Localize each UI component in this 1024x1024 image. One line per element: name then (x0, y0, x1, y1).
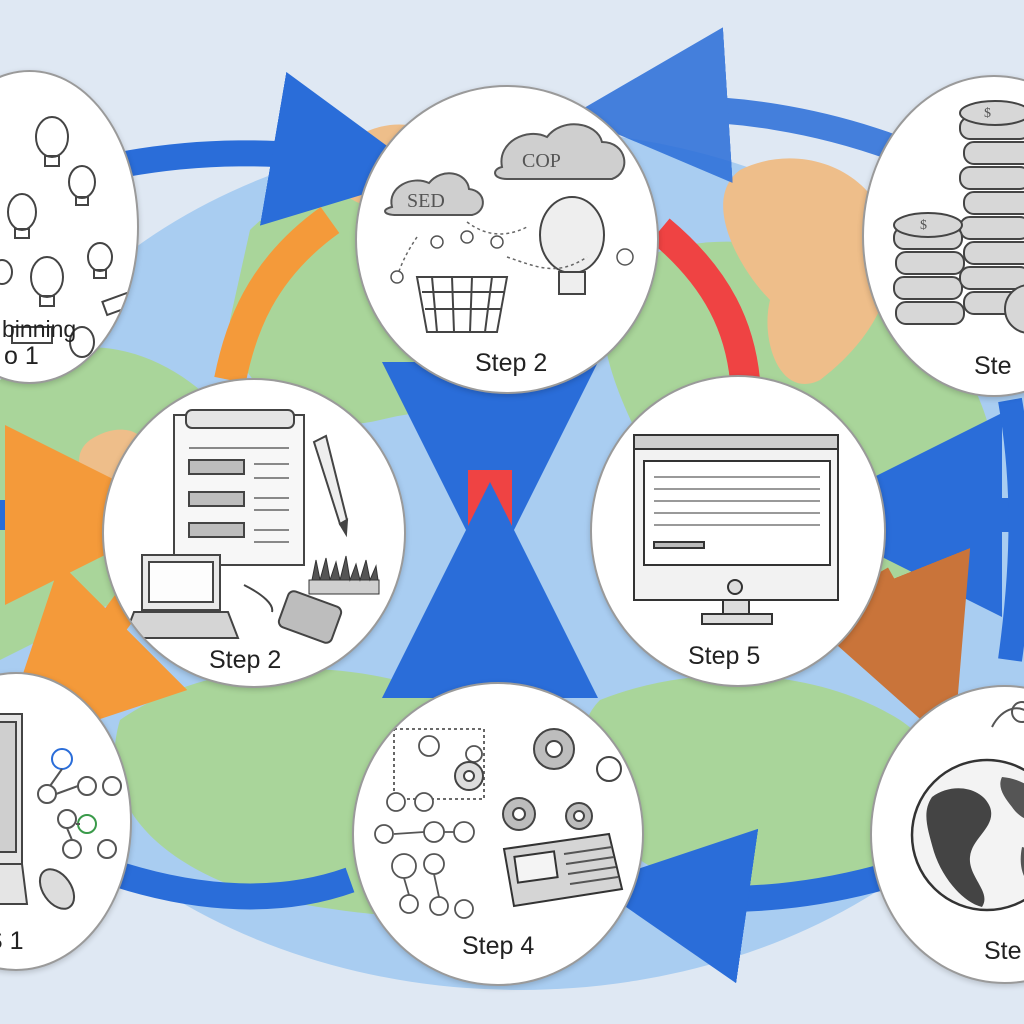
arrow-brown-down (803, 548, 971, 749)
basket-icon (415, 276, 509, 333)
mouse-icon (38, 868, 76, 910)
arrow-top-left (117, 71, 427, 226)
arrow-bottom-left (116, 862, 355, 910)
lightbulb-icon (0, 116, 133, 370)
lightbulb-icon (539, 196, 605, 295)
calculator-icon (502, 832, 624, 908)
arrow-orange-arc (214, 206, 340, 384)
node-step2-top-label: Step 2 (475, 349, 548, 377)
gear-icon (596, 756, 622, 782)
node-brainstorming-label-1: binning (2, 316, 77, 342)
node-step3-coins: $ $ Ste (862, 75, 1024, 397)
node-step2-top: COP SED Step 2 (355, 85, 659, 394)
cloud-icon (384, 123, 626, 216)
node-step5: Step 5 (590, 375, 886, 687)
node-step4-label: Step 4 (462, 932, 535, 960)
sand-right (723, 158, 892, 384)
node-step-globe: Ste (870, 685, 1024, 984)
node-brainstorming: binning o 1 (0, 70, 139, 384)
arrow-right-arc (998, 397, 1024, 662)
gear-icon (454, 728, 593, 831)
globe-icon (910, 701, 1024, 912)
cloud-right-text: COP (522, 150, 561, 172)
grass-icon (308, 555, 380, 595)
monitor-icon (633, 434, 839, 625)
node-step4: Step 4 (352, 682, 644, 986)
node-step3-coins-label: Ste (974, 352, 1012, 380)
node-step2-mid-label: Step 2 (209, 646, 282, 674)
arrow-center-red (468, 470, 512, 570)
network-icon (374, 728, 485, 919)
node-step-globe-label: Ste (984, 937, 1022, 965)
pen-icon (312, 434, 349, 538)
arrow-orange-down (0, 562, 188, 754)
svg-text:$: $ (920, 218, 927, 233)
arrow-top-right (572, 27, 905, 184)
network-icon (37, 748, 122, 859)
node-step1-bottom: S 1 (0, 672, 132, 971)
document-icon (173, 409, 305, 566)
arrow-bottom-right (592, 828, 894, 984)
cloud-left-text: SED (407, 190, 445, 212)
laptop-icon (0, 713, 29, 905)
svg-text:$: $ (984, 106, 991, 121)
coin-stack-icon: $ $ (893, 100, 1024, 334)
phone-icon (277, 590, 343, 644)
arrow-red-arc (650, 218, 760, 382)
laptop-icon (122, 554, 240, 639)
node-brainstorming-label-2: o 1 (4, 342, 39, 370)
node-step1-bottom-label: S 1 (0, 927, 24, 955)
node-step5-label: Step 5 (688, 642, 761, 670)
node-step2-mid: Step 2 (102, 378, 406, 688)
